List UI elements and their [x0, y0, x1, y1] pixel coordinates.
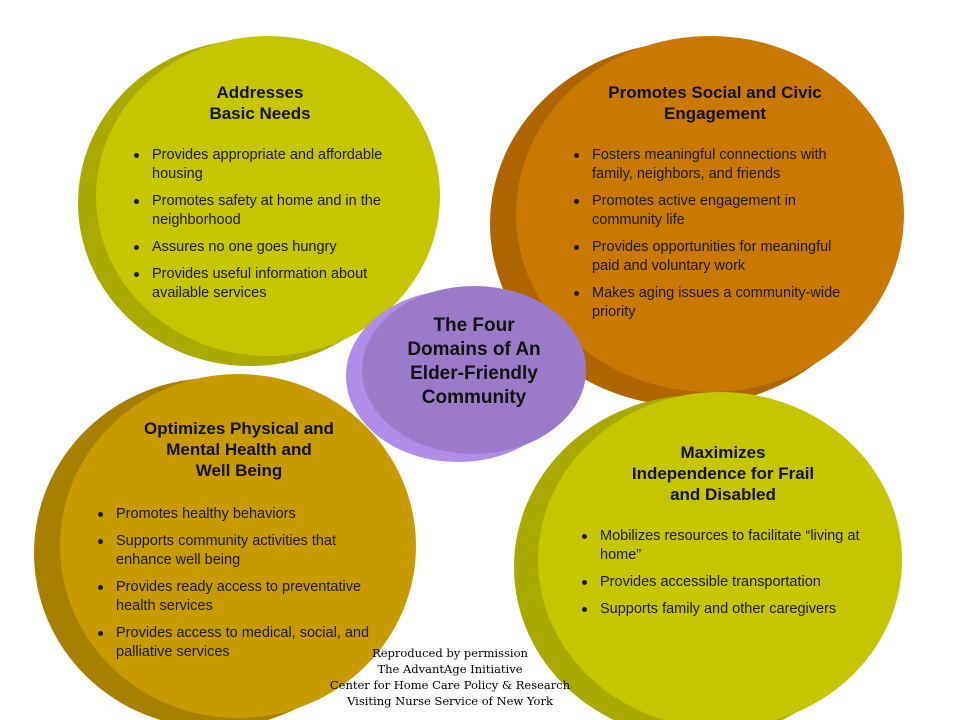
list-item: Makes aging issues a community-wide prio… [570, 284, 860, 322]
bullet-icon [574, 199, 579, 204]
bullet-icon [574, 245, 579, 250]
bullet-icon [134, 272, 139, 277]
bullet-icon [134, 245, 139, 250]
bullet-icon [98, 539, 103, 544]
domain-independence-disc [514, 392, 902, 720]
domain-independence-list: Mobilizes resources to facilitate “livin… [578, 527, 868, 619]
bullet-icon [574, 153, 579, 158]
list-item: Fosters meaningful connections with fami… [570, 146, 860, 184]
list-item: Provides appropriate and affordable hous… [130, 146, 390, 184]
bullet-icon [574, 291, 579, 296]
list-item: Provides ready access to preventative he… [94, 578, 384, 616]
list-item: Promotes active engagement in community … [570, 192, 860, 230]
list-item: Provides access to medical, social, and … [94, 624, 384, 662]
list-item: Supports family and other caregivers [578, 600, 868, 619]
list-item: Promotes healthy behaviors [94, 505, 384, 524]
domain-health-disc [34, 374, 416, 720]
domain-social-civic: Promotes Social and Civic Engagement Fos… [488, 24, 918, 414]
bullet-icon [582, 580, 587, 585]
domain-health-list: Promotes healthy behaviors Supports comm… [94, 505, 384, 662]
domain-social-civic-list: Fosters meaningful connections with fami… [570, 146, 860, 322]
domain-health-title: Optimizes Physical and Mental Health and… [144, 419, 334, 480]
bullet-icon [134, 199, 139, 204]
bullet-icon [98, 512, 103, 517]
center-hub: The Four Domains of An Elder-Friendly Co… [344, 284, 594, 464]
domain-basic-needs: Addresses Basic Needs Provides appropria… [70, 28, 450, 368]
credit-line: Visiting Nurse Service of New York [347, 694, 553, 708]
bullet-icon [582, 607, 587, 612]
credit-note: Reproduced by permission The AdvantAge I… [300, 645, 600, 709]
domain-independence-title: Maximizes Independence for Frail and Dis… [631, 443, 815, 504]
list-item: Supports community activities that enhan… [94, 532, 384, 570]
credit-line: The AdvantAge Initiative [377, 662, 523, 676]
bullet-icon [582, 534, 587, 539]
domain-social-civic-title: Promotes Social and Civic Engagement [608, 83, 822, 123]
list-item: Provides opportunities for meaningful pa… [570, 238, 860, 276]
list-item: Provides accessible transportation [578, 573, 868, 592]
domain-independence: Maximizes Independence for Frail and Dis… [508, 392, 920, 720]
domain-basic-needs-disc [78, 36, 440, 366]
domain-basic-needs-list: Provides appropriate and affordable hous… [130, 146, 390, 303]
bullet-icon [98, 631, 103, 636]
bullet-icon [98, 585, 103, 590]
list-item: Promotes safety at home and in the neigh… [130, 192, 390, 230]
list-item: Mobilizes resources to facilitate “livin… [578, 527, 868, 565]
list-item: Assures no one goes hungry [130, 238, 390, 257]
domain-health: Optimizes Physical and Mental Health and… [34, 368, 424, 720]
list-item: Provides useful information about availa… [130, 265, 390, 303]
credit-line: Center for Home Care Policy & Research [329, 678, 571, 692]
domain-basic-needs-title: Addresses Basic Needs [209, 83, 311, 123]
credit-line: Reproduced by permission [372, 646, 528, 660]
bullet-icon [134, 153, 139, 158]
domain-social-civic-disc [490, 36, 904, 406]
center-title: The Four Domains of An Elder-Friendly Co… [407, 315, 541, 408]
center-hub-disc [346, 286, 586, 462]
